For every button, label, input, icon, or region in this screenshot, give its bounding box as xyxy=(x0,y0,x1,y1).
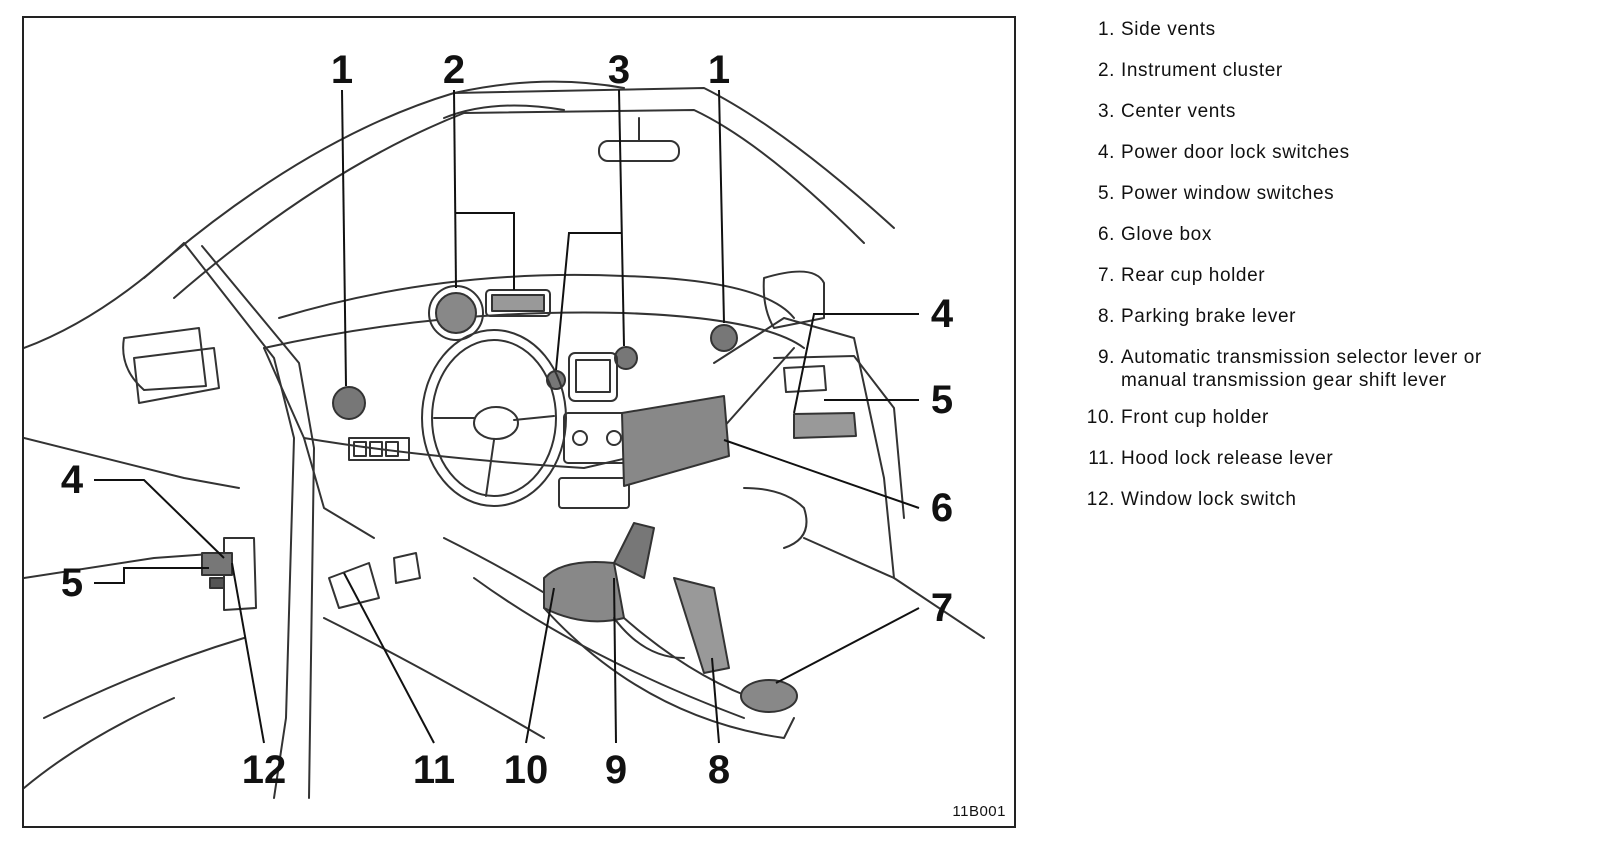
legend-text: Side vents xyxy=(1121,19,1216,40)
legend-text: Rear cup holder xyxy=(1121,265,1266,286)
right-outer-mirror xyxy=(762,270,825,329)
legend-item: 7. Rear cup holder xyxy=(1086,264,1600,287)
callout-center-vents: 3 xyxy=(607,48,631,92)
legend-item: 4. Power door lock switches xyxy=(1086,141,1600,164)
legend-number: 7. xyxy=(1097,265,1115,286)
callout-window-switch-left: 5 xyxy=(60,561,84,605)
rearview-mirror xyxy=(598,117,680,162)
figure-code: 11B001 xyxy=(952,803,1006,820)
legend-text: Instrument cluster xyxy=(1121,60,1283,81)
legend-item: 10. Front cup holder xyxy=(1086,406,1600,429)
legend-item: 1. Side vents xyxy=(1086,18,1600,41)
legend-item: 11. Hood lock release lever xyxy=(1086,447,1600,470)
callout-glove-box: 6 xyxy=(930,486,954,530)
legend-item: 2. Instrument cluster xyxy=(1086,59,1600,82)
legend-text: Center vents xyxy=(1121,101,1236,122)
legend-number: 6. xyxy=(1097,224,1115,245)
side-vents xyxy=(332,324,738,420)
callout-door-lock-left: 4 xyxy=(60,458,84,502)
callout-window-switch-right: 5 xyxy=(930,378,954,422)
dashboard-illustration xyxy=(24,80,985,799)
left-door-pillar xyxy=(24,242,315,799)
legend-item: 3. Center vents xyxy=(1086,100,1600,123)
steering-wheel xyxy=(421,329,567,507)
legend-text: Power window switches xyxy=(1121,183,1335,204)
figure-frame: 1 2 3 1 4 5 6 7 4 5 12 11 10 9 8 11B001 xyxy=(22,16,1016,828)
instrument-cluster xyxy=(428,285,551,341)
dashboard xyxy=(263,273,805,539)
legend-number: 12. xyxy=(1086,489,1115,510)
legend-text: Glove box xyxy=(1121,224,1212,245)
legend-text: Front cup holder xyxy=(1121,407,1269,428)
legend-number: 9. xyxy=(1097,347,1115,368)
callout-window-lock-switch: 12 xyxy=(241,748,287,792)
legend-text: Parking brake lever xyxy=(1121,306,1297,327)
center-console xyxy=(543,522,798,739)
callout-front-cup-holder: 10 xyxy=(503,748,549,792)
leader-lines xyxy=(94,89,920,744)
legend-text: Automatic transmission selector lever or xyxy=(1121,347,1482,368)
callout-parking-brake: 8 xyxy=(707,748,731,792)
legend-text: Hood lock release lever xyxy=(1121,448,1334,469)
legend-item: 9. Automatic transmission selector lever … xyxy=(1086,346,1600,392)
legend-number: 1. xyxy=(1097,19,1115,40)
callout-instrument-cluster: 2 xyxy=(442,48,466,92)
legend-list: 1. Side vents 2. Instrument cluster 3. Cent… xyxy=(1086,18,1600,529)
glove-box xyxy=(621,395,730,487)
callout-hood-lock-release: 11 xyxy=(412,748,456,792)
legend-number: 8. xyxy=(1097,306,1115,327)
legend-text: Power door lock switches xyxy=(1121,142,1350,163)
legend-number: 3. xyxy=(1097,101,1115,122)
legend-item: 12. Window lock switch xyxy=(1086,488,1600,511)
left-door-switches xyxy=(201,552,233,589)
right-door xyxy=(713,317,985,639)
legend-number: 2. xyxy=(1097,60,1115,81)
callout-shift-lever: 9 xyxy=(604,748,628,792)
left-outer-mirror xyxy=(122,327,207,391)
callout-side-vent-left: 1 xyxy=(330,48,354,92)
legend-item: 5. Power window switches xyxy=(1086,182,1600,205)
callout-door-lock-right: 4 xyxy=(930,292,954,336)
callout-side-vent-right: 1 xyxy=(707,48,731,92)
legend-text: Window lock switch xyxy=(1121,489,1297,510)
legend-item: 6. Glove box xyxy=(1086,223,1600,246)
legend-number: 4. xyxy=(1097,142,1115,163)
pedals xyxy=(328,552,421,609)
callout-rear-cup-holder: 7 xyxy=(930,586,954,630)
legend-item: 8. Parking brake lever xyxy=(1086,305,1600,328)
left-switch-panel xyxy=(348,437,410,461)
legend-number: 10. xyxy=(1086,407,1115,428)
windshield-frame xyxy=(143,80,895,299)
legend-number: 11. xyxy=(1088,448,1115,469)
legend-number: 5. xyxy=(1097,183,1115,204)
legend-text-continued: manual transmission gear shift lever xyxy=(1121,370,1447,391)
